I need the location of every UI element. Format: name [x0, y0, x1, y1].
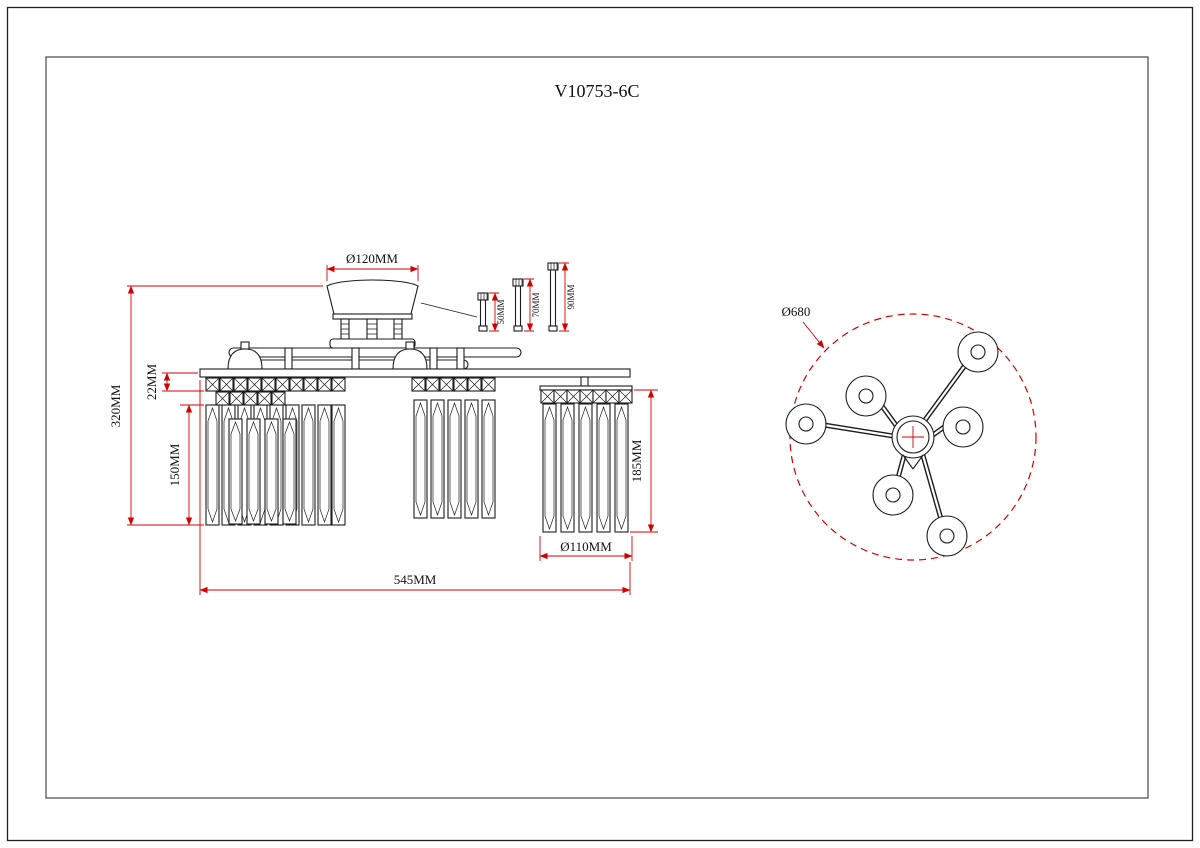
- arms-top-view: [823, 362, 969, 520]
- detail-rod-2: [512, 278, 524, 332]
- shade-top-4: [872, 474, 914, 516]
- arm-1: [922, 362, 969, 422]
- arm-5: [919, 451, 944, 520]
- dim-total-width-label: 545MM: [394, 572, 437, 587]
- hub-top-view: [891, 415, 935, 470]
- frame-inner: [45, 56, 1149, 799]
- dim-rod-3-label: 90MM: [566, 284, 576, 309]
- ceiling-canopy: [326, 279, 419, 320]
- arm-assembly: [199, 341, 633, 391]
- dim-shade-diameter: Ø110MM: [539, 536, 633, 561]
- front-elevation-view: Ø120MM 320MM 22MM 150MM 185MM Ø110MM: [108, 251, 658, 595]
- arm-6: [931, 424, 946, 438]
- dim-rod-1: 50MM: [489, 292, 506, 332]
- dim-crystal-right-label: 185MM: [629, 439, 644, 482]
- dim-overall-diameter: Ø680: [782, 304, 825, 349]
- crystal-group-left: [205, 377, 346, 526]
- dim-overall-diameter-label: Ø680: [782, 304, 811, 319]
- dim-shade-diameter-label: Ø110MM: [560, 539, 612, 554]
- dim-total-height: 320MM: [108, 285, 323, 526]
- top-plan-view: Ø680: [782, 304, 1037, 561]
- crystal-group-center: [411, 377, 496, 519]
- dim-bead-row-label: 22MM: [144, 364, 159, 401]
- dim-rod-1-label: 50MM: [496, 299, 506, 324]
- dim-rod-3: 90MM: [559, 262, 576, 332]
- dim-crystal-right: 185MM: [629, 389, 658, 533]
- overall-diameter-circle: [789, 313, 1037, 561]
- dim-total-width: 545MM: [199, 380, 631, 595]
- dim-crystal-left: 150MM: [167, 404, 204, 526]
- right-hanger-bar: [539, 385, 633, 391]
- detail-rod-1: [477, 292, 489, 332]
- arm-3: [823, 422, 894, 439]
- shade-top-3: [785, 403, 827, 445]
- dim-total-height-label: 320MM: [108, 384, 123, 427]
- dim-rod-2-label: 70MM: [531, 292, 541, 317]
- page-title: V10753-6C: [555, 81, 640, 101]
- mounting-plate: [199, 368, 631, 378]
- shade-top-2: [845, 375, 887, 417]
- arm-2: [879, 404, 901, 430]
- dim-crystal-left-label: 150MM: [167, 443, 182, 486]
- shade-dome-left: [227, 348, 263, 370]
- arm-bar-upper: [228, 347, 522, 358]
- hub-center-mark: [902, 426, 924, 448]
- frame-outer: [6, 6, 1194, 842]
- crystal-group-right: [540, 389, 633, 533]
- shade-dome-right: [392, 348, 428, 370]
- right-drop-rod: [580, 376, 589, 387]
- shade-top-1: [957, 331, 999, 373]
- shade-top-5: [926, 515, 968, 557]
- mounting-hardware: [329, 318, 416, 349]
- shade-top-6: [942, 406, 984, 448]
- dim-rod-2: 70MM: [524, 278, 541, 332]
- dim-canopy-diameter-label: Ø120MM: [346, 251, 398, 266]
- dim-canopy-diameter: Ø120MM: [326, 251, 419, 281]
- dim-bead-row: 22MM: [144, 364, 204, 401]
- detail-rod-3: [547, 262, 559, 332]
- detail-leader-line: [420, 302, 478, 318]
